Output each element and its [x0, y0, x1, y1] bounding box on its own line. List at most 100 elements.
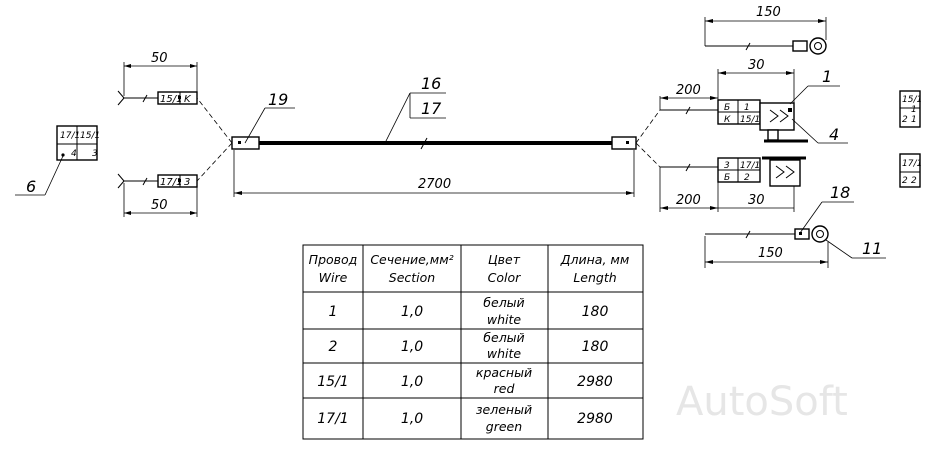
dim-bottom-left: 50 — [123, 183, 198, 217]
th-wire-en: Wire — [319, 270, 348, 285]
th-section-ru: Сечение,мм² — [370, 252, 453, 267]
upper-right-cell-2: 1 — [744, 103, 750, 113]
th-wire-ru: Провод — [309, 252, 358, 267]
dim-bottom-right-value: 150 — [758, 246, 783, 261]
pos-16-label: 16 — [421, 74, 441, 93]
dim-lower-200-value: 200 — [676, 193, 701, 208]
dim-upper-200-value: 200 — [676, 83, 701, 98]
lower-right-cell-1: 3 — [724, 161, 730, 171]
dim-bottom-left-value: 50 — [151, 198, 168, 213]
pos-16-17: 16 17 — [384, 74, 446, 144]
right-bottom-cell-2: 2 — [902, 176, 908, 186]
upper-right-connector: Б 1 К 15/1 — [717, 99, 808, 143]
th-color-en: Color — [488, 270, 521, 285]
left-bottom-cell-1: 17/1 — [160, 177, 182, 188]
pos-1-label: 1 — [822, 67, 832, 86]
watermark-logo: AutoSoft — [676, 379, 848, 425]
part6-cell-1: 17/1 — [60, 131, 80, 141]
dim-main-value: 2700 — [418, 177, 451, 192]
table-row-4-length: 2980 — [577, 411, 613, 427]
lower-right-cell-2: 17/1 — [740, 161, 760, 171]
table-row-4-color-ru: зеленый — [476, 402, 532, 417]
pos-4: 4 — [791, 118, 848, 144]
th-length-en: Length — [573, 270, 616, 285]
right-top-connector: 15/1 1 2 1 — [899, 90, 922, 128]
lower-right-cell-3: Б — [724, 173, 730, 183]
right-sleeve — [611, 136, 637, 150]
table-row-1-color-en: white — [487, 312, 522, 327]
pos-11: 11 — [825, 239, 886, 259]
dim-lower-200: 200 — [659, 167, 719, 212]
dim-upper-30-value: 30 — [748, 58, 765, 73]
th-color-ru: Цвет — [488, 252, 521, 267]
table-row-1-length: 180 — [582, 304, 609, 320]
pos-6-label: 6 — [26, 177, 36, 196]
th-length-ru: Длина, мм — [560, 252, 630, 267]
pos-4-label: 4 — [829, 125, 839, 144]
table-row-1-wire: 1 — [329, 304, 338, 320]
table-row-4-wire: 17/1 — [317, 411, 348, 427]
right-bottom-connector: 17/1 2 2 — [899, 153, 922, 188]
left-branches — [117, 90, 233, 189]
lower-ring-terminal — [705, 225, 829, 243]
part-6-connector: 17/1 15/1 4 3 6 — [15, 125, 100, 196]
right-top-cell-1: 15/1 — [902, 95, 922, 105]
dim-upper-200: 200 — [659, 83, 718, 110]
pos-19: 19 — [244, 90, 295, 144]
table-row-2-color-ru: белый — [483, 330, 524, 345]
table-row-2-color-en: white — [487, 346, 522, 361]
main-harness — [231, 136, 637, 150]
left-sleeve — [231, 136, 260, 150]
dim-main: 2700 — [233, 150, 635, 197]
dim-top-right: 150 — [704, 5, 827, 46]
left-bottom-cell-2: 3 — [184, 177, 190, 188]
table-row-3-color-ru: красный — [476, 365, 532, 380]
dim-lower-30: 30 — [718, 186, 795, 212]
left-top-cell-1: 15/1 — [160, 94, 182, 105]
table-row-4-color-en: green — [486, 419, 522, 434]
table-row-2-length: 180 — [582, 339, 609, 355]
pos-19-label: 19 — [268, 90, 288, 109]
right-bottom-cell-3: 2 — [911, 176, 917, 186]
wire-table: Провод Wire Сечение,мм² Section Цвет Col… — [302, 244, 644, 440]
upper-right-cell-4: 15/1 — [740, 115, 760, 125]
part6-cell-4: 3 — [92, 149, 98, 159]
right-top-cell-4: 1 — [911, 115, 917, 125]
right-top-cell-3: 2 — [902, 115, 908, 125]
pos-17-label: 17 — [421, 99, 442, 118]
table-row-1-section: 1,0 — [401, 304, 423, 320]
upper-right-cell-3: К — [724, 115, 731, 125]
pos-1: 1 — [789, 67, 840, 105]
table-row-2-wire: 2 — [329, 339, 338, 355]
pos-11-label: 11 — [862, 239, 882, 258]
dim-top-left: 50 — [123, 51, 198, 96]
dim-top-right-value: 150 — [756, 5, 781, 20]
pos-18: 18 — [799, 183, 854, 234]
table-row-3-color-en: red — [494, 381, 515, 396]
table-row-3-section: 1,0 — [401, 374, 423, 390]
right-top-cell-2: 1 — [911, 105, 917, 115]
part6-cell-3: 4 — [71, 149, 77, 159]
lower-right-cell-4: 2 — [744, 173, 750, 183]
pos-18-label: 18 — [830, 183, 850, 202]
table-row-4-section: 1,0 — [401, 411, 423, 427]
table-row-3-wire: 15/1 — [317, 374, 348, 390]
left-bottom-connector: 17/1 3 — [157, 174, 198, 188]
upper-right-cell-1: Б — [724, 103, 730, 113]
lower-right-connector: 3 17/1 Б 2 — [717, 156, 806, 187]
table-row-3-length: 2980 — [577, 374, 613, 390]
table-row-2-section: 1,0 — [401, 339, 423, 355]
dim-lower-30-value: 30 — [748, 193, 765, 208]
dim-upper-30: 30 — [717, 58, 795, 103]
left-top-connector: 15/1 K — [157, 91, 198, 105]
right-branches — [635, 106, 718, 172]
part6-cell-2: 15/1 — [80, 131, 100, 141]
upper-ring-terminal — [705, 37, 827, 55]
th-section-en: Section — [389, 270, 436, 285]
dim-top-left-value: 50 — [151, 51, 168, 66]
right-bottom-cell-1: 17/1 — [902, 159, 922, 169]
table-row-1-color-ru: белый — [483, 295, 524, 310]
left-top-cell-2: K — [184, 94, 192, 105]
dim-bottom-right: 150 — [704, 236, 829, 268]
